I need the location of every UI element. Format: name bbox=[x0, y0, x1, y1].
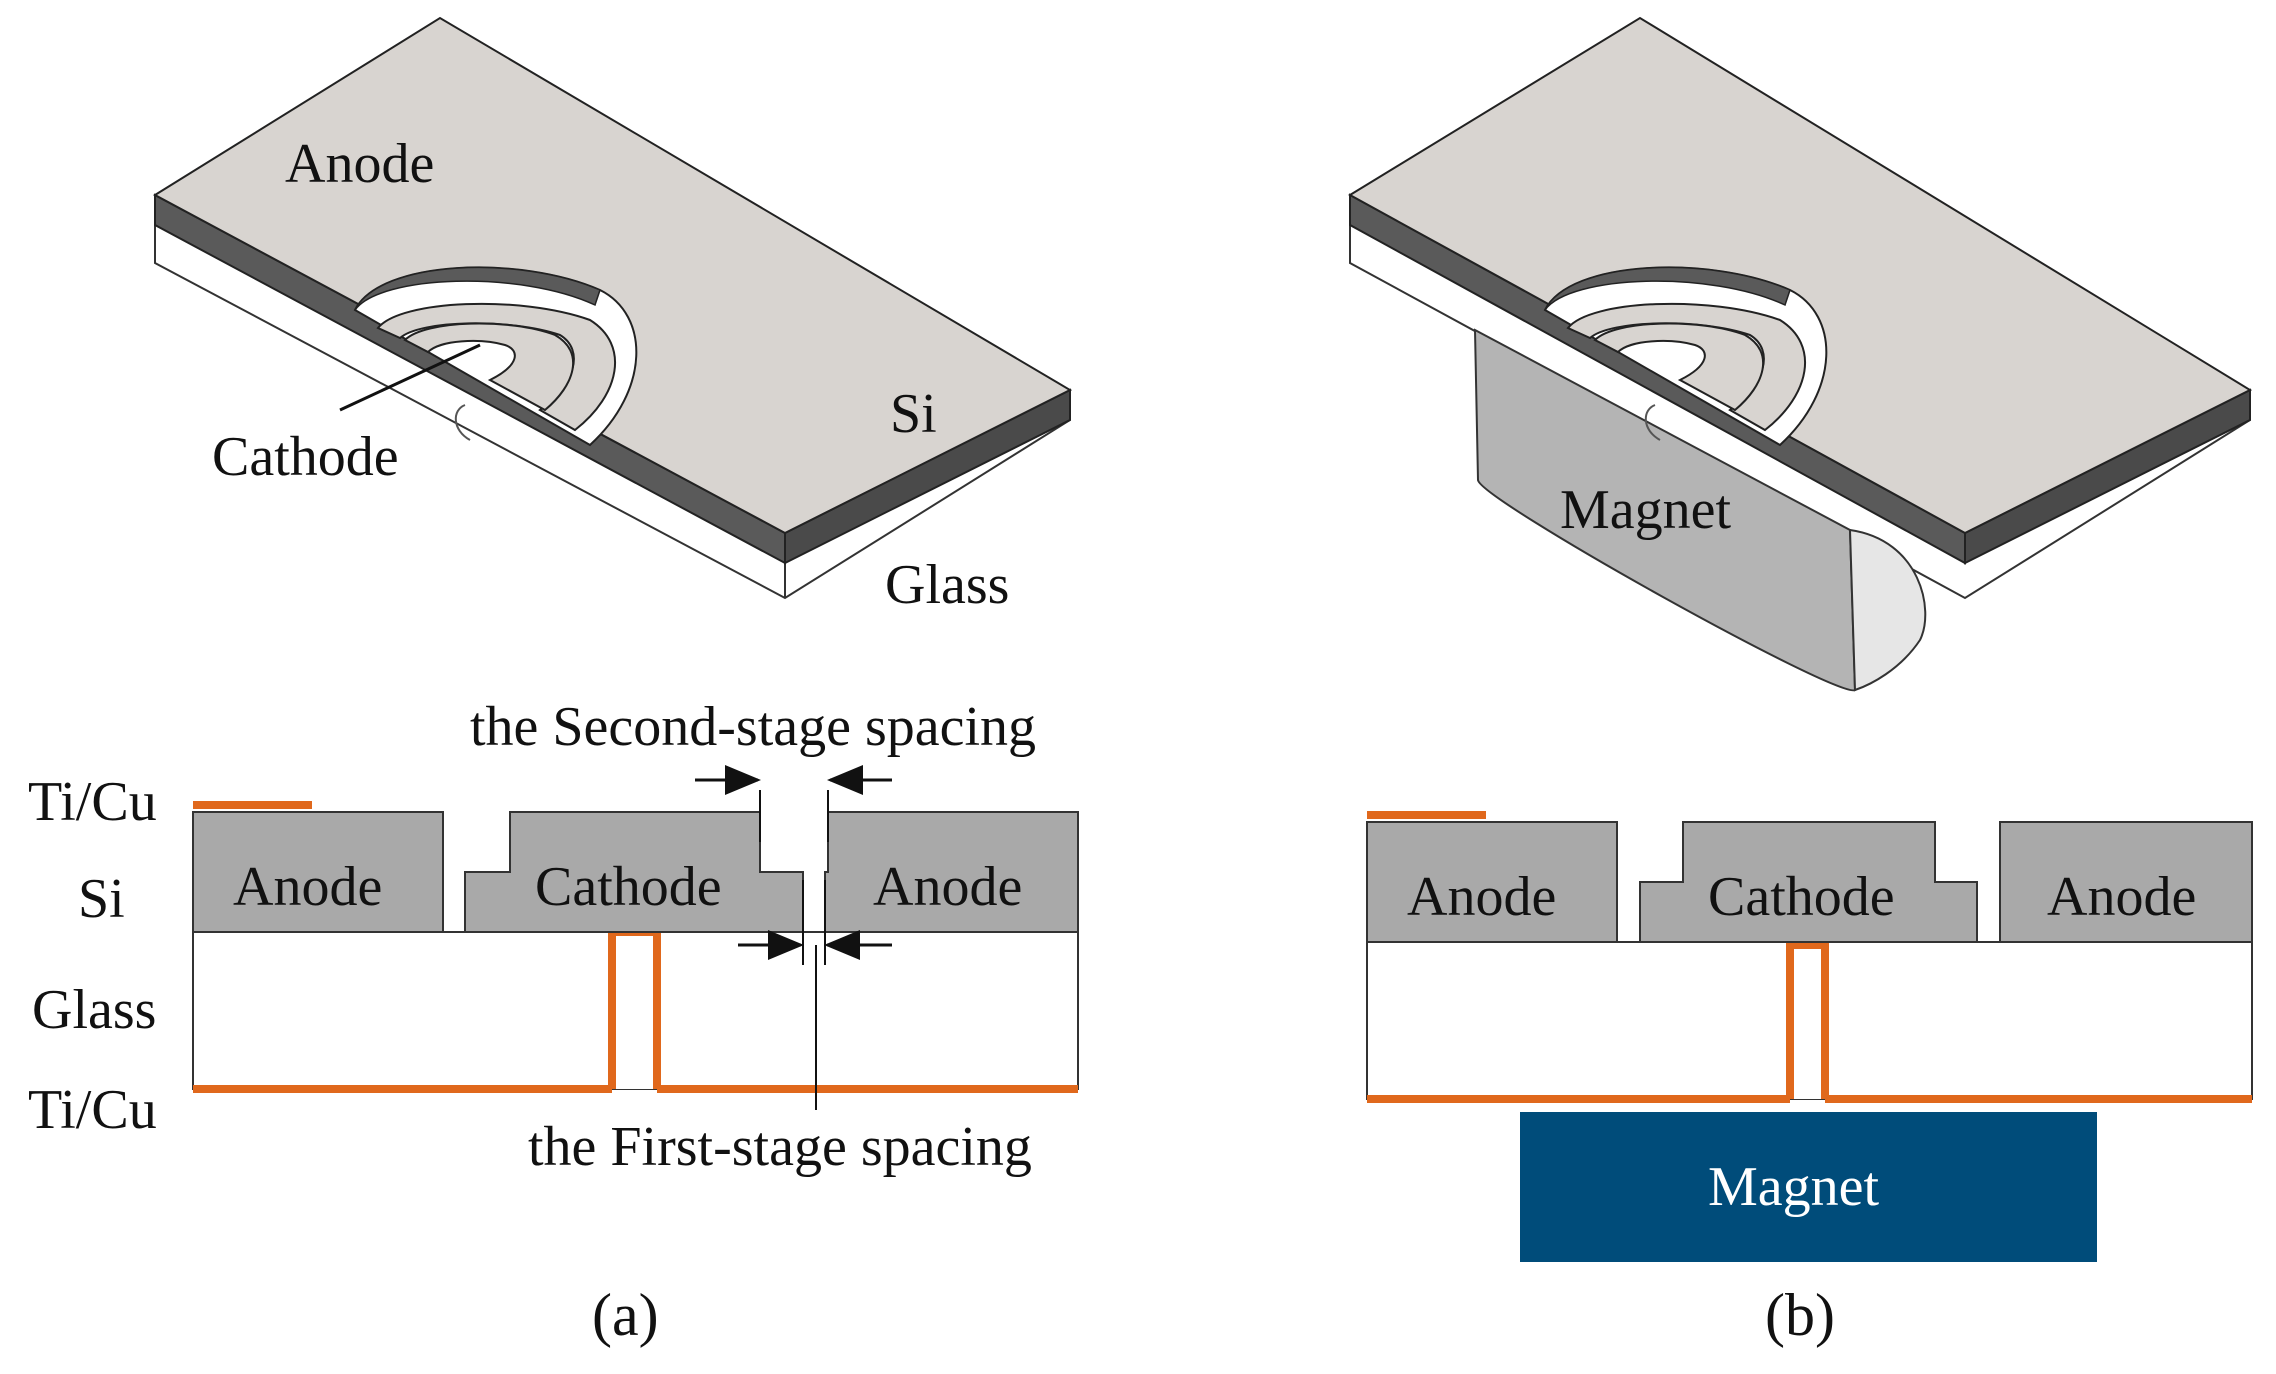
section-b-magnet bbox=[1520, 1112, 2097, 1262]
iso-a-via-hole bbox=[454, 404, 471, 441]
caption-b: (b) bbox=[1765, 1282, 1835, 1348]
first-stage-spacing-label: the First-stage spacing bbox=[528, 1116, 1032, 1178]
iso-b-magnet-label: Magnet bbox=[1560, 479, 1732, 541]
panel-b-cross-section: Anode Cathode Anode Magnet bbox=[1366, 811, 2253, 1262]
iso-a-cathode-label: Cathode bbox=[212, 426, 399, 488]
panel-b-isometric-view: Magnet bbox=[1348, 16, 2253, 692]
caption-a: (a) bbox=[592, 1282, 659, 1348]
section-a-anode-left-label: Anode bbox=[233, 856, 382, 918]
section-b-magnet-label: Magnet bbox=[1708, 1156, 1880, 1218]
section-b-anode-left-block bbox=[1366, 821, 1618, 943]
section-b-anode-left-label: Anode bbox=[1407, 866, 1556, 928]
section-a-ticu-bottom-label: Ti/Cu bbox=[28, 1079, 157, 1141]
panel-a-isometric-view: Anode Cathode Si Glass bbox=[153, 16, 1073, 616]
iso-a-cathode-ring-inner bbox=[403, 322, 574, 412]
iso-b-cathode-ring-inner bbox=[1593, 322, 1764, 412]
section-b-via-ticu bbox=[1786, 941, 1829, 1099]
iso-a-cathode-leader bbox=[339, 343, 481, 412]
iso-a-si-label: Si bbox=[890, 383, 937, 445]
section-a-si-label: Si bbox=[78, 868, 125, 930]
section-a-cathode-label: Cathode bbox=[535, 856, 722, 918]
section-a-anode-left-block bbox=[192, 811, 444, 933]
section-a-ticu-top-label: Ti/Cu bbox=[28, 771, 157, 833]
second-stage-spacing-label: the Second-stage spacing bbox=[470, 696, 1036, 758]
section-b-anode-right-label: Anode bbox=[2047, 866, 2196, 928]
section-b-cathode-label: Cathode bbox=[1708, 866, 1895, 928]
section-b-anode-right-block bbox=[1999, 821, 2253, 943]
iso-b-via-hole bbox=[1644, 404, 1661, 441]
iso-a-anode-label: Anode bbox=[285, 133, 434, 195]
iso-a-glass-label: Glass bbox=[885, 554, 1009, 616]
panel-a-cross-section: Ti/Cu Si Glass Ti/Cu Anode Cathode Anode… bbox=[28, 696, 1079, 1178]
iso-b-magnet-block bbox=[1473, 328, 1857, 692]
section-b-cathode-block bbox=[1639, 821, 1978, 943]
section-a-glass-label: Glass bbox=[32, 979, 156, 1041]
section-a-anode-right-label: Anode bbox=[873, 856, 1022, 918]
